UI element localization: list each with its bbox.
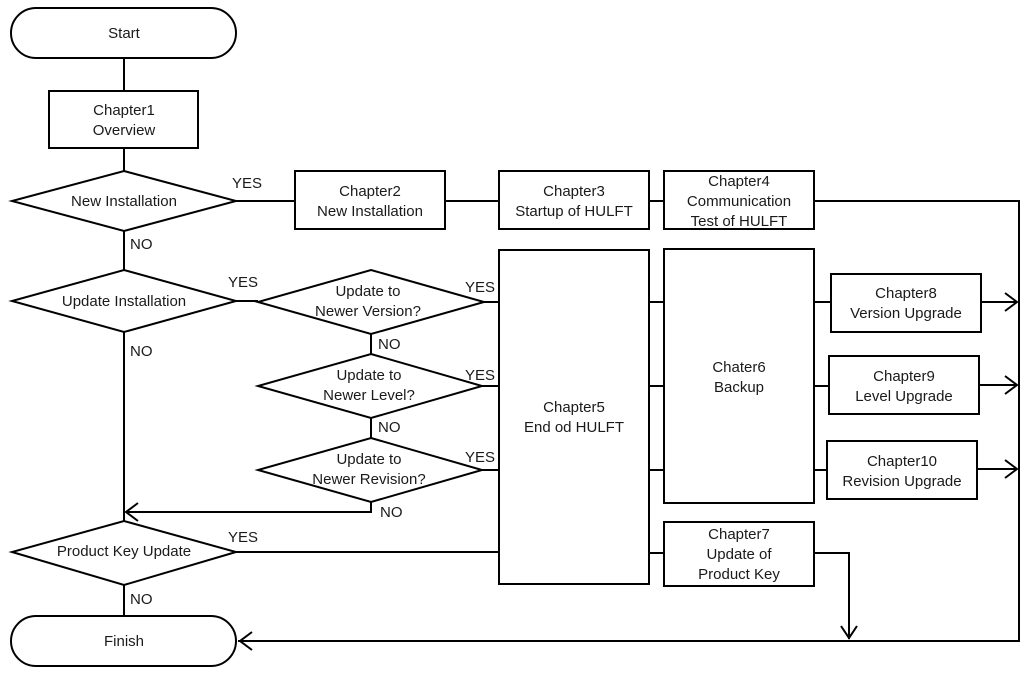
node-chapter5[interactable]: Chapter5 End od HULFT (498, 249, 650, 585)
node-chapter6-title: Chater6 (712, 359, 765, 376)
node-chapter2-subtitle: New Installation (317, 203, 423, 220)
node-chapter2[interactable]: Chapter2 New Installation (294, 170, 446, 230)
node-chapter9-subtitle: Level Upgrade (855, 388, 953, 405)
decision-newer-level[interactable]: Update to Newer Level? (254, 352, 486, 420)
arrowhead-ch9 (1004, 375, 1019, 395)
node-chapter3-subtitle: Startup of HULFT (515, 203, 633, 220)
label-yes-new-installation: YES (232, 175, 262, 192)
node-chapter10[interactable]: Chapter10 Revision Upgrade (826, 440, 978, 500)
decision-newer-version-line1: Update to (335, 283, 400, 300)
arrowhead-revision-no (124, 502, 139, 522)
label-yes-update-installation: YES (228, 274, 258, 291)
label-no-product-key: NO (130, 591, 153, 608)
decision-newer-version[interactable]: Update to Newer Version? (254, 268, 488, 336)
node-chapter8-title: Chapter8 (875, 285, 937, 302)
node-chapter7-line2: Update of (706, 546, 772, 563)
decision-new-installation[interactable]: New Installation (8, 169, 240, 233)
node-chapter1-subtitle: Overview (93, 122, 156, 139)
node-chapter7[interactable]: Chapter7 Update of Product Key (663, 521, 815, 587)
connector-ch7-return (814, 552, 850, 639)
node-chapter4[interactable]: Chapter4 Communication Test of HULFT (663, 170, 815, 230)
terminal-start[interactable]: Start (10, 7, 237, 59)
node-chapter10-title: Chapter10 (867, 453, 937, 470)
node-chapter5-title: Chapter5 (543, 399, 605, 416)
label-yes-newer-revision: YES (465, 449, 495, 466)
terminal-start-label: Start (108, 25, 141, 42)
node-chapter6[interactable]: Chater6 Backup (663, 248, 815, 504)
decision-newer-version-line2: Newer Version? (315, 303, 421, 320)
branch-labels: YES NO YES NO YES NO YES NO YES NO YES N… (130, 175, 495, 608)
decision-newer-revision-line2: Newer Revision? (312, 471, 425, 488)
node-chapter9[interactable]: Chapter9 Level Upgrade (828, 355, 980, 415)
decision-update-installation[interactable]: Update Installation (8, 268, 240, 334)
decision-update-installation-label: Update Installation (62, 293, 186, 310)
node-chapter1-title: Chapter1 (93, 102, 155, 119)
terminal-finish[interactable]: Finish (10, 615, 237, 667)
decision-newer-level-line1: Update to (336, 367, 401, 384)
node-chapter8[interactable]: Chapter8 Version Upgrade (830, 273, 982, 333)
label-yes-product-key: YES (228, 529, 258, 546)
arrowhead-ch7 (840, 625, 858, 640)
arrowhead-finish (238, 631, 253, 651)
label-yes-newer-version: YES (465, 279, 495, 296)
node-chapter9-title: Chapter9 (873, 368, 935, 385)
node-chapter4-title: Chapter4 (708, 173, 770, 190)
terminal-finish-label: Finish (104, 633, 144, 650)
label-no-newer-level: NO (378, 419, 401, 436)
node-chapter4-line3: Test of HULFT (691, 213, 788, 230)
label-no-newer-revision: NO (380, 504, 403, 521)
label-no-newer-version: NO (378, 336, 401, 353)
arrowhead-ch8 (1004, 292, 1019, 312)
decision-newer-revision[interactable]: Update to Newer Revision? (254, 436, 486, 504)
node-chapter7-title: Chapter7 (708, 526, 770, 543)
node-chapter7-line3: Product Key (698, 566, 780, 583)
decision-newer-revision-line1: Update to (336, 451, 401, 468)
connector-ch4-return (238, 200, 1020, 642)
node-chapter4-line2: Communication (687, 193, 791, 210)
node-chapter3-title: Chapter3 (543, 183, 605, 200)
node-chapter10-subtitle: Revision Upgrade (842, 473, 961, 490)
node-chapter6-subtitle: Backup (714, 379, 764, 396)
decision-product-key-update[interactable]: Product Key Update (8, 519, 240, 587)
label-yes-newer-level: YES (465, 367, 495, 384)
connector-revision-no (126, 502, 372, 513)
arrowhead-ch10 (1004, 459, 1019, 479)
node-chapter3[interactable]: Chapter3 Startup of HULFT (498, 170, 650, 230)
node-chapter8-subtitle: Version Upgrade (850, 305, 962, 322)
label-no-update-installation: NO (130, 343, 153, 360)
node-chapter1[interactable]: Chapter1 Overview (48, 90, 199, 149)
node-chapter2-title: Chapter2 (339, 183, 401, 200)
decision-new-installation-label: New Installation (71, 193, 177, 210)
node-chapter5-subtitle: End od HULFT (524, 419, 624, 436)
decision-product-key-update-label: Product Key Update (57, 543, 191, 560)
decision-newer-level-line2: Newer Level? (323, 387, 415, 404)
label-no-new-installation: NO (130, 236, 153, 253)
